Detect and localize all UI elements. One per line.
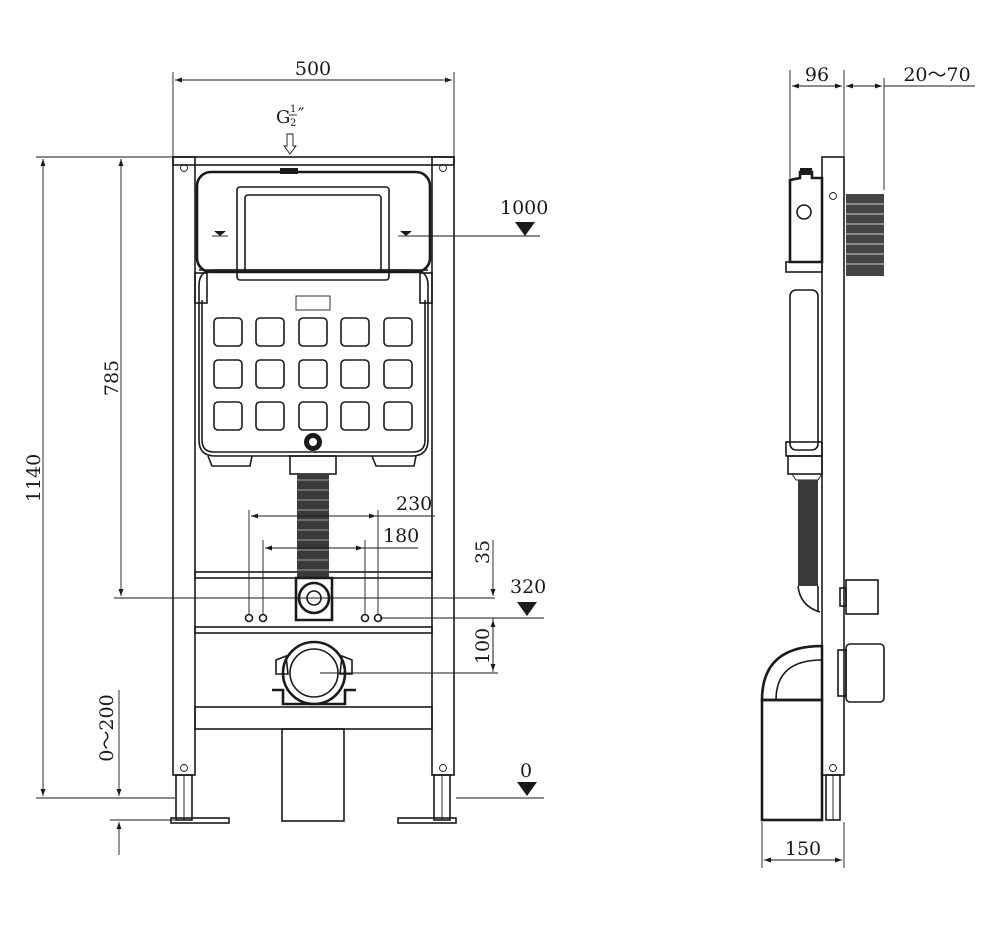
level-triangle-icon: [515, 222, 535, 236]
spacing-outer-label: 230: [396, 493, 432, 515]
inlet-arrow-icon: [283, 133, 297, 155]
waste-pipe: [272, 640, 356, 822]
level-triangle-icon: [517, 602, 537, 616]
base-depth-label: 150: [785, 838, 821, 860]
cistern-grid: [213, 317, 413, 431]
total-height-label: 1140: [23, 454, 45, 502]
level-mid-label: 320: [510, 576, 546, 598]
depth-label: 96: [805, 64, 829, 86]
width-label: 500: [295, 58, 331, 80]
connection-inch-mark: ″: [298, 105, 304, 125]
side-top-dimensions: 96 20～70: [789, 64, 975, 190]
pipe-spacing-label: 100: [472, 628, 494, 664]
connection-fraction-num: 1: [290, 104, 296, 115]
connection-fraction-den: 2: [290, 118, 296, 129]
level-floor-label: 0: [520, 760, 532, 782]
level-triangle-icon: [517, 782, 537, 796]
side-view: 96 20～70: [760, 64, 975, 868]
flush-height-label: 785: [101, 360, 123, 396]
wall-adjust-label: 20～70: [903, 64, 970, 86]
leg-adjust-label: 0～200: [96, 694, 118, 761]
level-top-label: 1000: [500, 197, 548, 219]
front-view: 500 G 1 2 ″: [23, 58, 548, 855]
connection-label: G: [276, 107, 290, 128]
spacing-inner-label: 180: [383, 525, 419, 547]
width-dimension: 500: [172, 58, 455, 158]
level-markers: 1000 320 0 35 100: [320, 197, 548, 799]
frame: [170, 156, 457, 824]
height-dimensions: 1140 785 0～200: [23, 156, 495, 855]
mounting-holes: [244, 510, 383, 623]
spacing-dimensions: 230 180: [251, 493, 435, 551]
offset-label: 35: [472, 540, 494, 564]
flush-pipe: [294, 474, 334, 622]
cistern: [194, 168, 433, 475]
water-connection-label: G 1 2 ″: [276, 104, 304, 155]
